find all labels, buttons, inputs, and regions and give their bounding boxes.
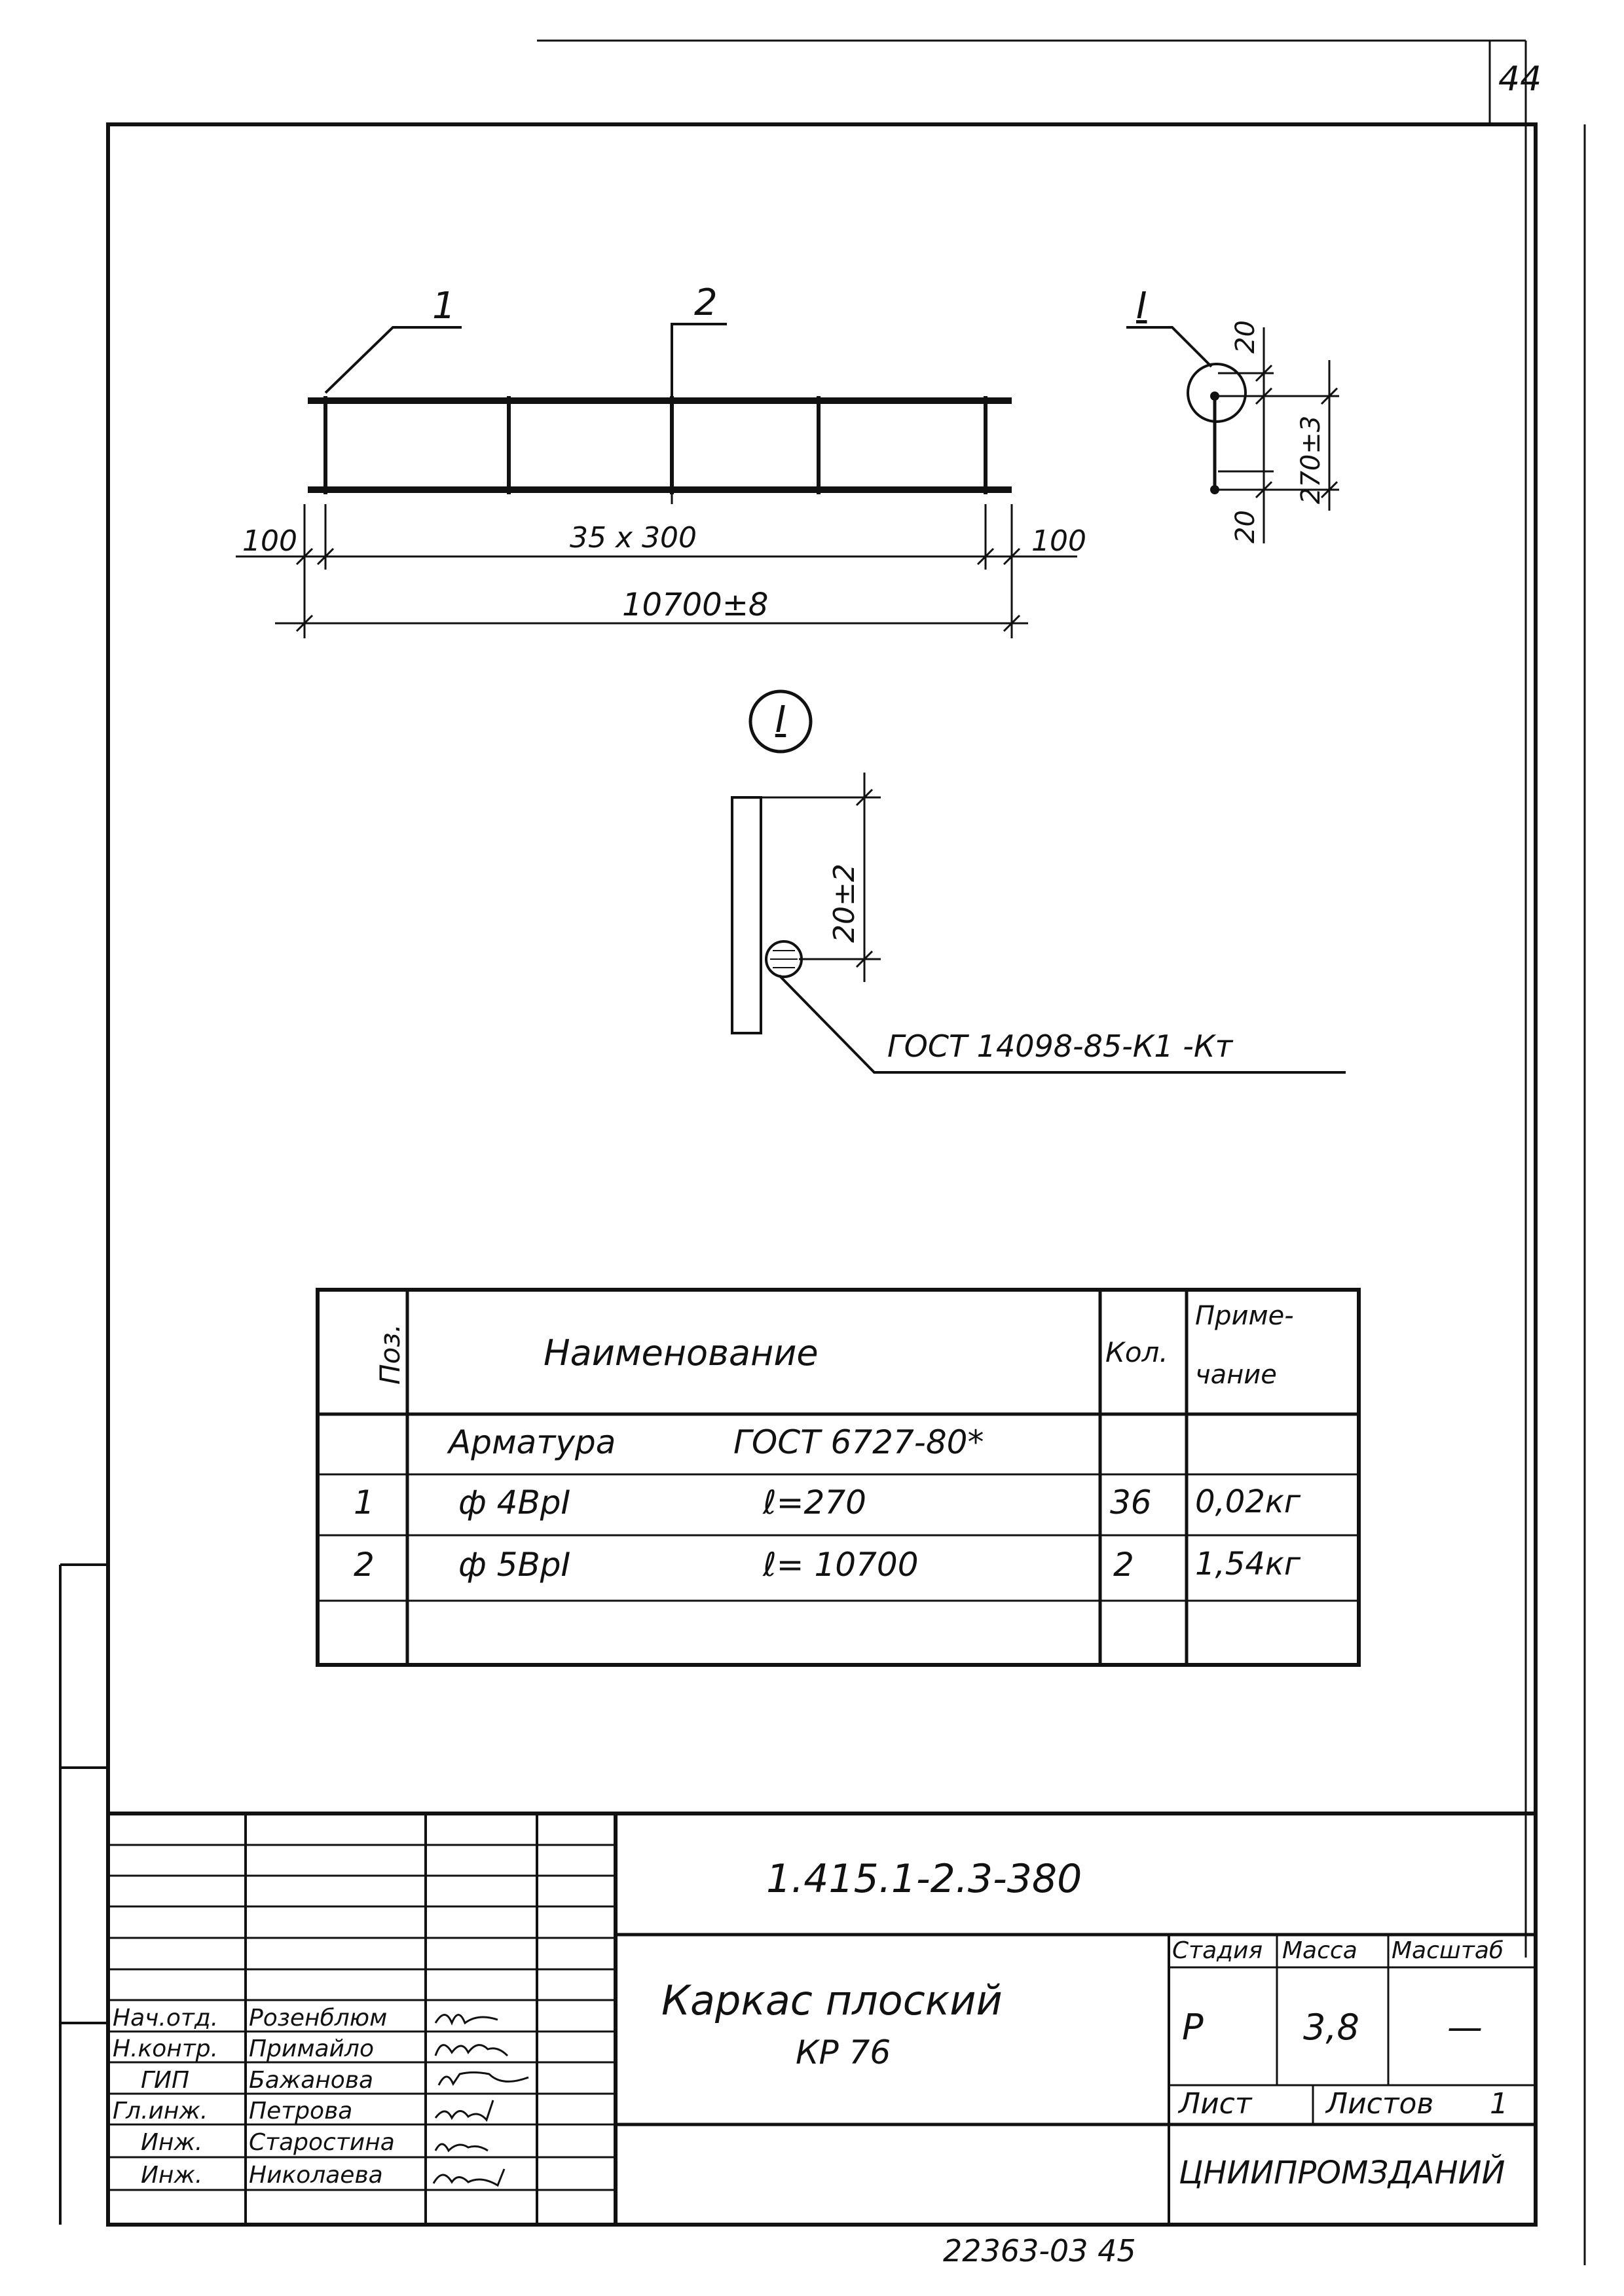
spec-row-length: ℓ= 10700 [763,1546,919,1584]
detail-view [731,689,1346,1074]
spec-header-name: Наименование [544,1332,819,1374]
dim-left-end: 100 [242,524,297,558]
signature-name: Петрова [249,2098,353,2124]
signature-name: Примайло [249,2035,374,2062]
sheet-label: Лист [1179,2087,1252,2121]
spec-header-note-1: Приме- [1195,1301,1294,1331]
title-line-2: КР 76 [796,2033,891,2071]
signature-role: Н.контр. [113,2035,219,2062]
scale-header: Масштаб [1392,1937,1504,1964]
organization: ЦНИИПРОМЗДАНИЙ [1179,2155,1505,2191]
signature-name: Розенблюм [249,2005,388,2032]
sheets-count: 1 [1490,2087,1508,2121]
signature-6 [432,2168,506,2187]
drawing-frame [106,122,1538,2227]
spec-group-name: Арматура [449,1423,616,1461]
signature-role: Нач.отд. [113,2005,219,2032]
detail-callout-circle [748,689,813,754]
signature-2 [434,2044,509,2057]
signature-1 [434,2014,498,2026]
mass-header: Масса [1282,1937,1357,1964]
spec-row-name: ф 4ВрI [458,1484,571,1522]
signature-scribbles [432,2014,529,2187]
label-pos2: 2 [694,282,718,324]
dim-section-height: 270±3 [1296,415,1326,504]
signature-name: Николаева [249,2162,383,2189]
spec-row-note: 0,02кг [1195,1484,1301,1520]
weld-leader [778,974,1346,1074]
signature-role: Инж. [141,2129,203,2156]
signature-name: Старостина [249,2129,395,2156]
spec-table-grid [316,1288,1361,1667]
signature-role: Инж. [141,2162,203,2189]
spec-row-name: ф 5ВрI [458,1546,571,1584]
sheets-label: Листов [1326,2087,1434,2121]
spec-row-pos: 1 [354,1484,375,1522]
stage-header: Стадия [1172,1937,1263,1964]
section-view [1126,326,1339,543]
dim-pitch: 35 x 300 [570,521,697,555]
signature-role: Гл.инж. [113,2098,208,2124]
spec-header-note-2: чание [1195,1360,1277,1390]
detail-label: I [775,699,786,741]
leader-pos1 [324,326,462,394]
mass-value: 3,8 [1303,2007,1359,2048]
signature-3 [437,2071,529,2086]
spec-group-standard: ГОСТ 6727-80* [733,1423,984,1461]
spec-header-pos: Поз. [374,1324,406,1385]
dim-total-length: 10700±8 [622,587,769,623]
label-section: I [1136,285,1147,327]
title-block-grid [108,1812,1536,2225]
spec-row-note: 1,54кг [1195,1546,1301,1582]
title-line-1: Каркас плоский [661,1977,1003,2024]
scale-value: — [1447,2007,1483,2048]
stage-value: Р [1182,2007,1204,2048]
spec-row-qty: 2 [1113,1546,1134,1584]
detail-bar [731,796,762,1034]
spec-row-pos: 2 [354,1546,375,1584]
dim-right-end: 100 [1031,524,1086,558]
frame-elevation [308,323,1012,494]
doc-code: 1.415.1-2.3-380 [766,1856,1082,1902]
sheet-number: 44 [1498,60,1542,99]
dim-detail-offset: 20±2 [828,864,861,943]
leader-section [1126,326,1213,368]
dim-section-top: 20 [1230,320,1261,354]
dim-section-bottom: 20 [1230,510,1261,543]
footer-code: 22363-03 45 [943,2233,1136,2269]
weld-standard: ГОСТ 14098-85-К1 -Кт [887,1029,1233,1064]
spec-row-length: ℓ=270 [763,1484,866,1522]
section-callout-circle [1187,363,1247,423]
spec-header-qty: Кол. [1105,1336,1168,1368]
signature-name: Бажанова [249,2067,374,2094]
spec-row-qty: 36 [1110,1484,1152,1522]
dimension-lines [236,478,1077,638]
label-pos1: 1 [432,285,456,327]
leader-pos2 [671,323,727,401]
signature-5 [434,2143,489,2153]
signature-4 [434,2100,494,2122]
signature-role: ГИП [141,2067,190,2094]
